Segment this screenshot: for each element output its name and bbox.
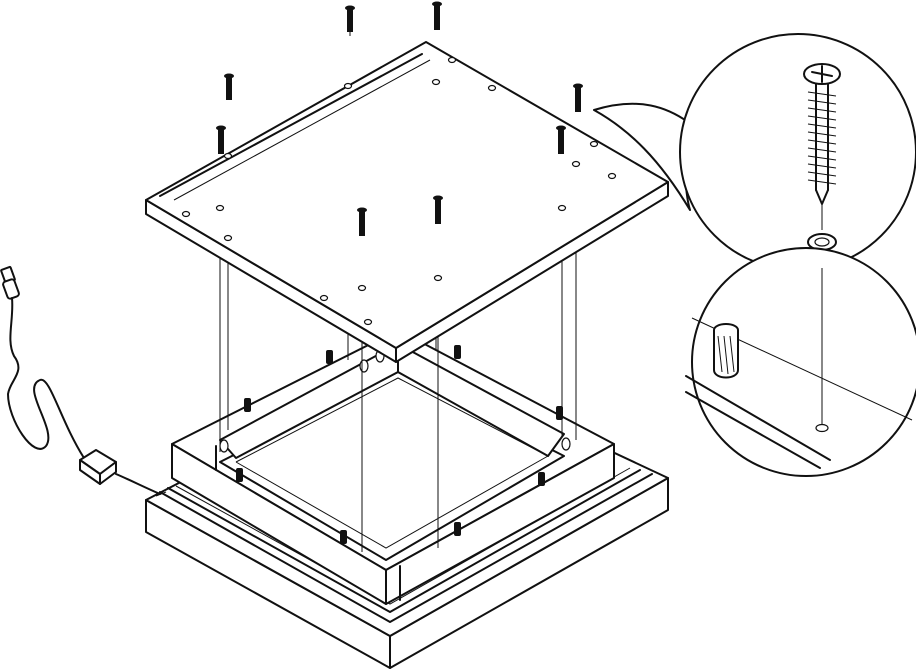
dowel-pins	[236, 345, 563, 544]
switch-box-icon	[79, 449, 117, 485]
screw-icon	[216, 125, 226, 154]
detail-dowel-callout	[685, 247, 916, 477]
top-panel	[145, 41, 669, 363]
screw-icon	[556, 125, 566, 154]
screw-icon	[573, 83, 583, 112]
usb-cable	[0, 265, 161, 495]
screw-icon	[345, 5, 355, 36]
dowel-icon	[713, 323, 739, 379]
screws	[216, 1, 583, 236]
frame	[171, 329, 615, 605]
screw-icon	[433, 195, 443, 224]
screw-icon	[432, 1, 442, 30]
screw-icon	[357, 207, 367, 236]
screw-icon	[807, 83, 837, 205]
detail-screw-callout	[593, 33, 916, 271]
usb-plug-icon	[0, 265, 20, 300]
screw-icon	[224, 73, 234, 100]
